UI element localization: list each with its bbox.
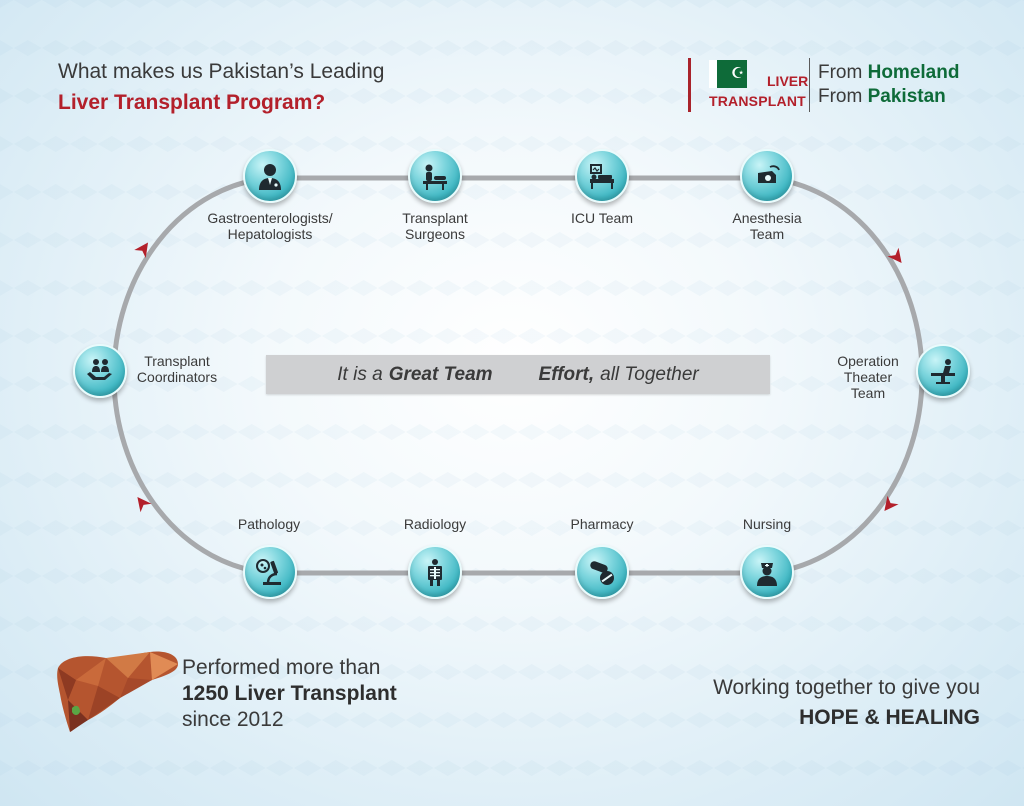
microscope-icon <box>256 559 281 585</box>
label-operation-theater-team: Operation Theater Team <box>837 353 899 401</box>
arrow-icon <box>884 495 899 512</box>
brand-divider <box>809 58 810 112</box>
doctor-icon <box>259 164 281 190</box>
perf-line3: since 2012 <box>182 708 284 731</box>
node-anesthesia-team <box>740 149 794 203</box>
label-transplant-coordinators: Transplant Coordinators <box>136 353 218 385</box>
team-effort-banner: It is a Great Team Effort, all Together <box>266 355 770 394</box>
pills-icon <box>590 561 614 585</box>
tagline1-bold: Homeland <box>867 62 960 83</box>
brand-tagline: From Homeland From Pakistan <box>818 58 959 112</box>
banner-bold2: Effort, <box>538 363 595 385</box>
transplant-count-text: Performed more than 1250 Liver Transplan… <box>182 655 397 733</box>
node-pathology <box>243 545 297 599</box>
perf-line1: Performed more than <box>182 656 381 679</box>
node-radiology <box>408 545 462 599</box>
label-pathology: Pathology <box>237 516 301 532</box>
hope-line1: Working together to give you <box>713 676 980 699</box>
brand-logo: ☪ LIVER TRANSPLANT From Homeland From Pa… <box>688 58 959 112</box>
tagline2-prefix: From <box>818 86 868 107</box>
headline-line2: Liver Transplant Program? <box>58 91 326 114</box>
label-anesthesia-team: Anesthesia Team <box>732 210 802 242</box>
tagline2-bold: Pakistan <box>867 86 946 107</box>
brand-accent-bar <box>688 58 691 112</box>
liver-illustration-icon <box>57 651 179 732</box>
logo-word-transplant: TRANSPLANT <box>709 93 806 109</box>
arrow-icon <box>137 496 152 513</box>
surgery-icon <box>423 164 447 190</box>
label-icu-team: ICU Team <box>571 210 633 226</box>
node-nursing <box>740 545 794 599</box>
label-gastroenterologists: Gastroenterologists/ Hepatologists <box>207 210 333 242</box>
banner-bold1: Great Team <box>388 363 493 385</box>
arrow-icon <box>887 247 902 264</box>
arrow-icon <box>134 242 149 259</box>
label-transplant-surgeons: Transplant Surgeons <box>402 210 468 242</box>
label-pharmacy: Pharmacy <box>570 516 634 532</box>
headline: What makes us Pakistan’s Leading Liver T… <box>58 56 384 118</box>
nurse-icon <box>757 563 777 586</box>
label-nursing: Nursing <box>742 516 792 532</box>
banner-part2: all Together <box>600 363 699 385</box>
label-radiology: Radiology <box>403 516 467 532</box>
banner-part1: It is a <box>337 363 383 385</box>
anesthesia-icon <box>758 165 780 183</box>
pakistan-flag-icon: ☪ <box>709 60 747 88</box>
node-gastroenterologists <box>243 149 297 203</box>
node-pharmacy <box>575 545 629 599</box>
node-transplant-surgeons <box>408 149 462 203</box>
tagline1-prefix: From <box>818 62 868 83</box>
xray-icon <box>428 559 442 586</box>
hope-line2: HOPE & HEALING <box>799 706 980 729</box>
headline-line1: What makes us Pakistan’s Leading <box>58 60 385 83</box>
node-transplant-coordinators <box>73 344 127 398</box>
operating-table-icon <box>931 359 955 384</box>
node-icu-team <box>575 149 629 203</box>
node-operation-theater-team <box>916 344 970 398</box>
caring-hands-icon <box>87 359 112 380</box>
hope-healing-text: Working together to give you HOPE & HEAL… <box>713 673 980 733</box>
perf-line2: 1250 Liver Transplant <box>182 682 397 705</box>
icu-bed-icon <box>590 164 614 189</box>
liver-transplant-logo: ☪ LIVER TRANSPLANT <box>699 58 808 112</box>
logo-word-liver: LIVER <box>767 73 809 89</box>
